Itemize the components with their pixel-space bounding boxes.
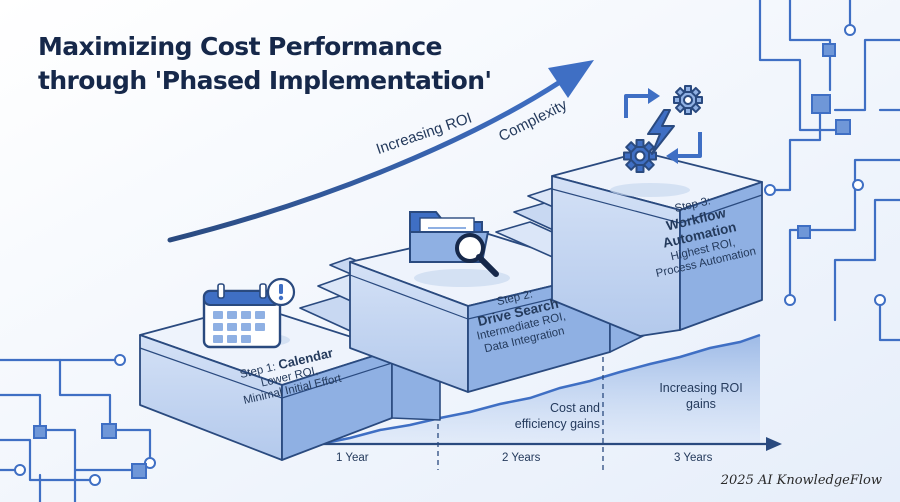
- gain-label-cost-efficiency: Cost and efficiency gains: [514, 401, 600, 432]
- timeline-tick-3-years: 3 Years: [674, 452, 713, 464]
- circuit-nodes-right: [764, 24, 886, 306]
- step-3-block: [551, 151, 763, 337]
- roi-gains-area: [319, 333, 761, 446]
- page-title-line-2: through 'Phased Implementation': [38, 66, 492, 95]
- circuit-decoration-right: [758, 0, 900, 342]
- gears-automation-icon: [623, 85, 703, 173]
- folder-search-icon: [409, 211, 499, 277]
- trend-arrow: [167, 60, 594, 243]
- timeline-tick-1-year: 1 Year: [336, 452, 369, 464]
- page-title-line-1: Maximizing Cost Performance: [38, 32, 443, 61]
- calendar-alert-icon: [202, 277, 296, 349]
- circuit-decoration-left: [0, 358, 152, 502]
- circuit-nodes-left: [14, 354, 156, 486]
- watermark: 2025 AI KnowledgeFlow: [720, 473, 882, 488]
- timeline-tick-2-years: 2 Years: [502, 452, 541, 464]
- timeline-axis: [318, 437, 782, 451]
- gain-label-increasing-roi: Increasing ROI gains: [659, 381, 743, 412]
